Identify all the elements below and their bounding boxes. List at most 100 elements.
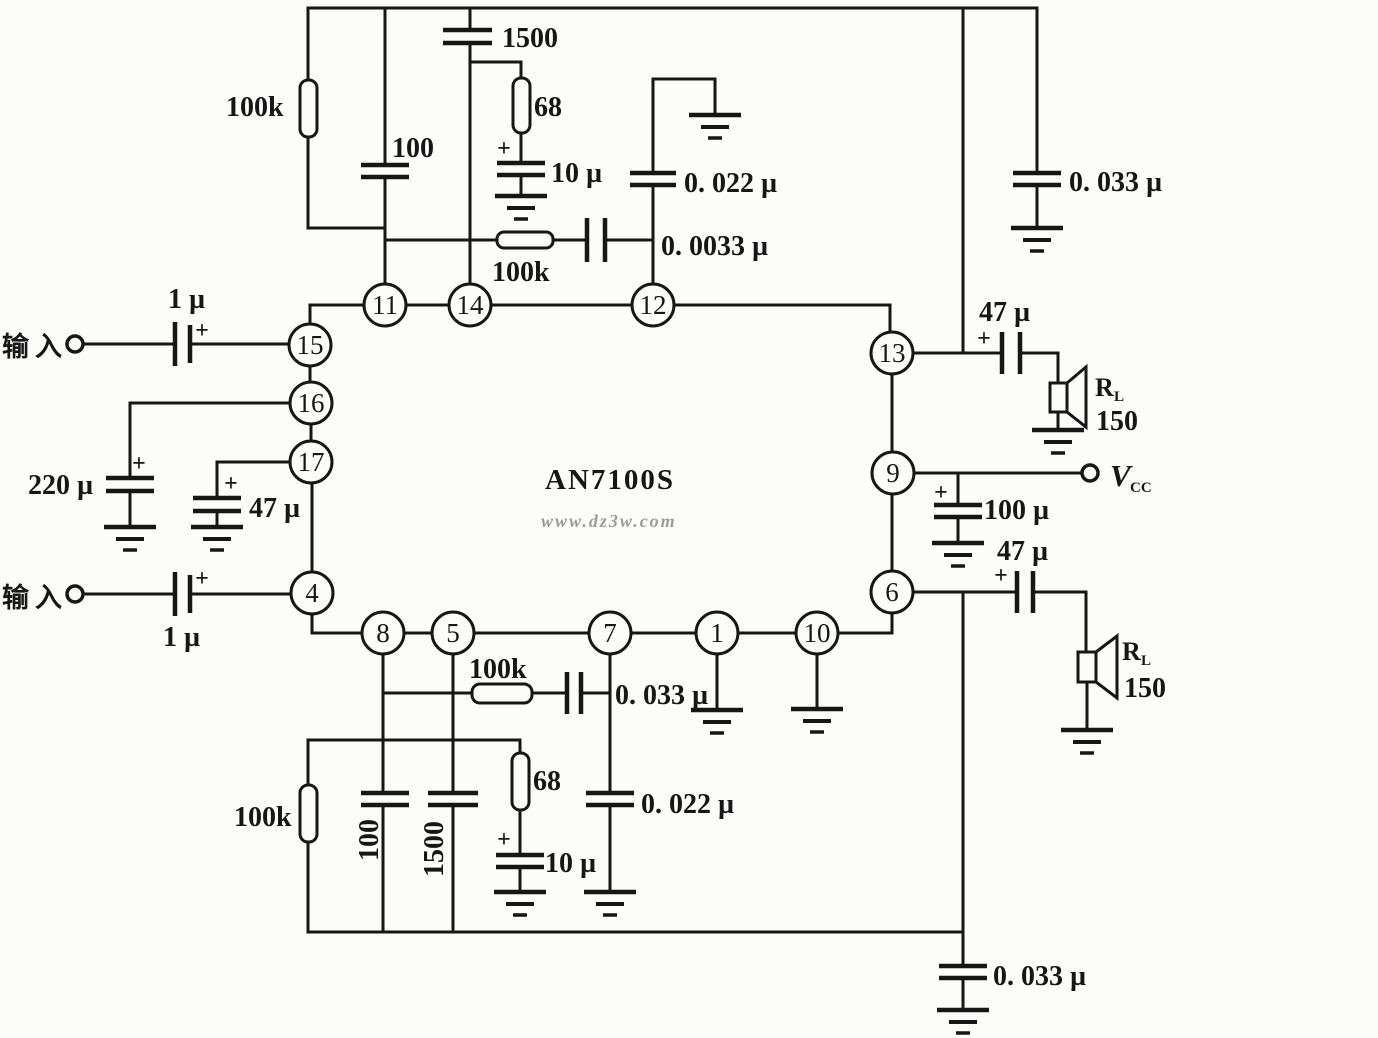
pin-numbers: 11 14 12 15 16 17 13 9 4 6 8 5 7 1 10 xyxy=(297,290,906,648)
speaker-cone-icon xyxy=(1065,363,1088,431)
polarity-marks: + + + + + + + + + xyxy=(132,136,1008,853)
capacitor-100-bottom xyxy=(361,790,409,808)
pin-10-label: 10 xyxy=(804,618,831,648)
pin-17-label: 17 xyxy=(298,447,325,477)
label-220u: 220 µ xyxy=(28,470,93,501)
pin-16 xyxy=(288,380,334,426)
pin-4 xyxy=(289,570,335,616)
label-0033u-bottom-mid: 0. 033 µ xyxy=(615,680,708,711)
pin-8-label: 8 xyxy=(376,618,390,648)
pin-13 xyxy=(869,330,915,376)
pin-1 xyxy=(694,610,740,656)
wires-left-column xyxy=(81,342,364,635)
capacitor-10u-top xyxy=(497,160,545,178)
capacitor-1500-top xyxy=(443,27,492,46)
label-47u-out-bottom: 47 µ xyxy=(997,536,1048,567)
label-1u-top: 1 µ xyxy=(168,284,205,315)
label-100u: 100 µ xyxy=(984,495,1049,526)
pin-14 xyxy=(447,282,493,328)
speaker-bottom-value: 150 xyxy=(1124,673,1166,704)
vcc-label-sub: CC xyxy=(1130,480,1152,496)
capacitor-0022u-top xyxy=(630,170,676,188)
wires-pin-row-bottom xyxy=(402,611,894,712)
label-0033u-top-right: 0. 033 µ xyxy=(1069,167,1162,198)
pin-9 xyxy=(870,450,916,496)
ground-icon xyxy=(689,115,741,138)
vcc-terminal xyxy=(1080,463,1100,483)
capacitors xyxy=(106,27,1061,981)
resistor-68-bottom xyxy=(510,751,531,812)
label-100-top: 100 xyxy=(392,133,434,164)
capacitor-0033u-bottom-mid xyxy=(564,672,584,714)
speaker-driver xyxy=(1048,381,1069,414)
plus-icon: + xyxy=(132,451,146,477)
capacitor-1500-bottom xyxy=(428,790,478,808)
pin-7-label: 7 xyxy=(603,618,617,648)
capacitor-47u-left xyxy=(193,495,241,514)
ground-icon xyxy=(104,527,156,550)
label-100k-bottom-mid: 100k xyxy=(469,654,527,685)
pin-17 xyxy=(288,439,334,485)
resistor-100k-bottom-mid xyxy=(470,682,534,705)
speaker-top-ref-sub: L xyxy=(1114,389,1124,405)
label-100k-bottom-left: 100k xyxy=(234,802,292,833)
label-47u-out-top: 47 µ xyxy=(979,297,1030,328)
plus-icon: + xyxy=(224,471,238,497)
pin-5-label: 5 xyxy=(446,618,460,648)
label-68-top: 68 xyxy=(534,92,562,123)
ground-icon xyxy=(1011,228,1063,251)
ic-pins xyxy=(287,282,916,656)
resistors xyxy=(298,76,555,844)
wires-right-network xyxy=(890,351,1089,1012)
capacitor-47u-out-bottom xyxy=(1014,571,1036,613)
label-68-bottom: 68 xyxy=(533,766,561,797)
watermark: www.dz3w.com xyxy=(541,511,677,531)
capacitor-1u-input-bottom xyxy=(172,572,193,616)
pin-6 xyxy=(869,569,915,615)
plus-icon: + xyxy=(934,480,948,506)
component-labels: 1500 100k 68 100 10 µ 0. 022 µ 0. 033 µ … xyxy=(28,23,1162,992)
label-47u-left: 47 µ xyxy=(249,493,300,524)
label-0022u-top: 0. 022 µ xyxy=(684,168,777,199)
label-100k-top-left: 100k xyxy=(226,92,284,123)
plus-icon: + xyxy=(994,563,1008,589)
capacitor-220u xyxy=(106,475,154,494)
pin-11-label: 11 xyxy=(372,290,398,320)
label-1u-bottom: 1 µ xyxy=(163,622,200,653)
ground-icon xyxy=(584,892,636,915)
ground-icon xyxy=(191,527,243,550)
ground-icon xyxy=(1032,430,1084,453)
wire-layer xyxy=(81,6,1089,1012)
speaker-top-value: 150 xyxy=(1096,406,1138,437)
ground-icon xyxy=(495,196,547,219)
label-100k-top-mid: 100k xyxy=(492,257,550,288)
pin-13-label: 13 xyxy=(879,338,906,368)
label-100-bottom: 100 xyxy=(354,819,385,861)
input-terminal-top xyxy=(65,334,85,354)
pin-14-label: 14 xyxy=(457,290,485,320)
label-0022u-bottom: 0. 022 µ xyxy=(641,789,734,820)
wires-top-network xyxy=(306,6,1039,355)
resistor-100k-top-left xyxy=(298,78,319,139)
ground-icon xyxy=(791,709,843,732)
wires-bottom-network xyxy=(306,652,965,934)
ic-part-number: AN7100S xyxy=(545,464,675,496)
pin-10 xyxy=(794,610,840,656)
pin-11 xyxy=(362,282,408,328)
vcc-label: V xyxy=(1110,458,1133,493)
resistor-100k-top-mid xyxy=(495,230,555,250)
capacitor-100-top xyxy=(361,162,409,180)
speaker-bottom-ref-sub: L xyxy=(1141,653,1151,669)
pin-15-label: 15 xyxy=(297,330,324,360)
plus-icon: + xyxy=(195,566,209,592)
pin-8 xyxy=(360,610,406,656)
pin-6-label: 6 xyxy=(885,577,899,607)
input-label-top: 输入 xyxy=(2,331,68,362)
ground-icon xyxy=(494,892,546,915)
speaker-bottom xyxy=(1076,632,1119,702)
plus-icon: + xyxy=(497,827,511,853)
speaker-bottom-label: R L 150 xyxy=(1122,637,1166,704)
pin-1-label: 1 xyxy=(710,618,724,648)
